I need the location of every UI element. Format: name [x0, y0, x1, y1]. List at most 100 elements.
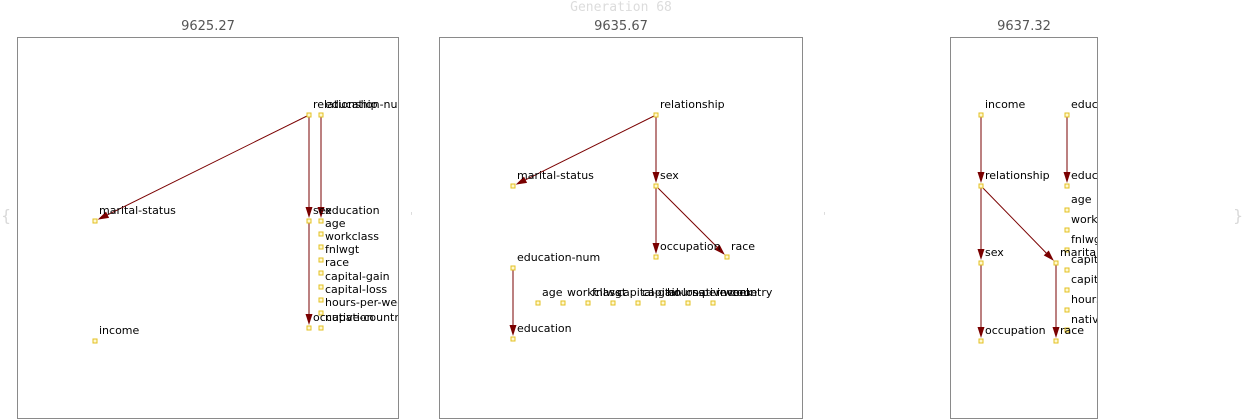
node-sex: [306, 218, 312, 224]
node-income: [978, 112, 984, 118]
arrowhead-relationship-to-sex: [305, 207, 313, 218]
node-label-marital-status: marital-status: [517, 169, 594, 182]
node-label-age: age: [325, 217, 346, 230]
node-label-income: income: [99, 324, 140, 337]
node-label-relationship: relationship: [985, 169, 1050, 182]
node-label-workclass: workclass: [567, 286, 621, 299]
node-age: [318, 231, 324, 237]
node-education: [1064, 183, 1070, 189]
node-label-age: age: [1071, 193, 1092, 206]
node-label-hours-per-week: hours-per-week: [667, 286, 753, 299]
arrowhead-relationship-to-sex: [652, 172, 660, 183]
node-label-education: education: [1071, 169, 1098, 182]
arrowhead-sex-to-occupation: [652, 243, 660, 254]
panel-2-score: 9635.67: [594, 19, 648, 34]
arrowhead-relationship-to-marital-status: [515, 176, 528, 185]
node-label-native-country: native-country: [692, 286, 773, 299]
node-label-race: race: [325, 256, 349, 269]
node-relationship: [306, 112, 312, 118]
node-hours-per-week: [318, 310, 324, 316]
node-occupation: [653, 254, 659, 260]
node-native-country: [318, 325, 324, 331]
node-label-marital-status: marital-status: [99, 204, 176, 217]
node-education-num: [510, 265, 516, 271]
node-fnlwgt: [1064, 247, 1070, 253]
node-native-country: [685, 300, 691, 306]
node-label-age: age: [542, 286, 563, 299]
node-label-relationship: relationship: [313, 98, 378, 111]
node-capital-gain: [1064, 267, 1070, 273]
arrowhead-education-num-to-education: [1063, 172, 1071, 183]
separator-glyph-1: ': [410, 210, 414, 223]
node-label-sex: sex: [313, 204, 332, 217]
node-label-sex: sex: [985, 246, 1004, 259]
node-fnlwgt: [585, 300, 591, 306]
panel-3-score: 9637.32: [997, 19, 1051, 34]
right-brace-glyph: }: [1233, 206, 1242, 225]
node-hours-per-week: [660, 300, 666, 306]
node-relationship: [653, 112, 659, 118]
panel-1-score: 9625.27: [181, 19, 235, 34]
node-age: [1064, 207, 1070, 213]
node-capital-gain: [318, 284, 324, 290]
node-fnlwgt: [318, 257, 324, 263]
node-label-income: income: [985, 98, 1026, 111]
node-sex: [653, 183, 659, 189]
node-label-fnlwgt: fnlwgt: [592, 286, 627, 299]
node-label-sex: sex: [660, 169, 679, 182]
arrowhead-education-num-to-education: [509, 325, 517, 336]
node-race: [724, 254, 730, 260]
node-label-occupation: occupation: [660, 240, 721, 253]
node-workclass: [318, 244, 324, 250]
node-sex: [978, 260, 984, 266]
separator-glyph-2: ': [823, 210, 827, 223]
node-label-native-country: native-country: [325, 311, 399, 324]
arrowhead-relationship-to-sex: [977, 249, 985, 260]
node-capital-loss: [635, 300, 641, 306]
node-capital-loss: [1064, 287, 1070, 293]
network-graph-3: income education-num relationship education…: [977, 98, 1098, 344]
node-income: [710, 300, 716, 306]
node-label-fnlwgt: fnlwgt: [325, 243, 360, 256]
node-label-hours-per-week: hours-per-week: [325, 296, 399, 309]
edge-relationship-to-marital-status: [525, 114, 657, 181]
node-label-education-num: education-num: [517, 251, 600, 264]
edge-relationship-to-marital-status: [980, 185, 1047, 254]
node-marital-status: [1053, 260, 1059, 266]
node-workclass: [560, 300, 566, 306]
node-label-capital-loss: capital-loss: [325, 283, 387, 296]
arrowhead-education-num-to-education: [317, 207, 325, 218]
node-label-education-num: education-num: [1071, 98, 1098, 111]
node-age: [535, 300, 541, 306]
node-label-fnlwgt: fnlwgt: [1071, 233, 1098, 246]
node-label-capital-loss: capital-loss: [642, 286, 704, 299]
node-education: [318, 218, 324, 224]
edge-sex-to-race: [655, 185, 718, 248]
left-brace-glyph: {: [1, 206, 12, 225]
node-label-income: income: [717, 286, 758, 299]
edge-relationship-to-marital-status: [107, 114, 310, 216]
generation-title: Generation 68: [570, 0, 672, 15]
node-label-race: race: [731, 240, 755, 253]
node-marital-status: [92, 218, 98, 224]
node-occupation: [978, 338, 984, 344]
arrowhead-relationship-to-marital-status: [97, 211, 110, 220]
node-label-hours-per-week: hours-per-week: [1071, 293, 1098, 306]
node-education: [510, 336, 516, 342]
node-label-race: race: [1060, 324, 1084, 337]
arrowhead-income-to-relationship: [977, 172, 985, 183]
node-education-num: [1064, 112, 1070, 118]
arrowhead-sex-to-occupation: [305, 314, 313, 325]
node-label-capital-gain: capital-gain: [1071, 253, 1098, 266]
arrowhead-sex-to-occupation: [977, 327, 985, 338]
node-label-capital-loss: capital-loss: [1071, 273, 1098, 286]
node-label-native-country: native-country: [1071, 313, 1098, 326]
node-label-education: education: [325, 204, 380, 217]
node-race: [318, 270, 324, 276]
arrowhead-relationship-to-marital-status: [1043, 250, 1054, 261]
network-panel-3: income education-num relationship education…: [950, 37, 1098, 419]
node-label-workclass: workclass: [325, 230, 379, 243]
